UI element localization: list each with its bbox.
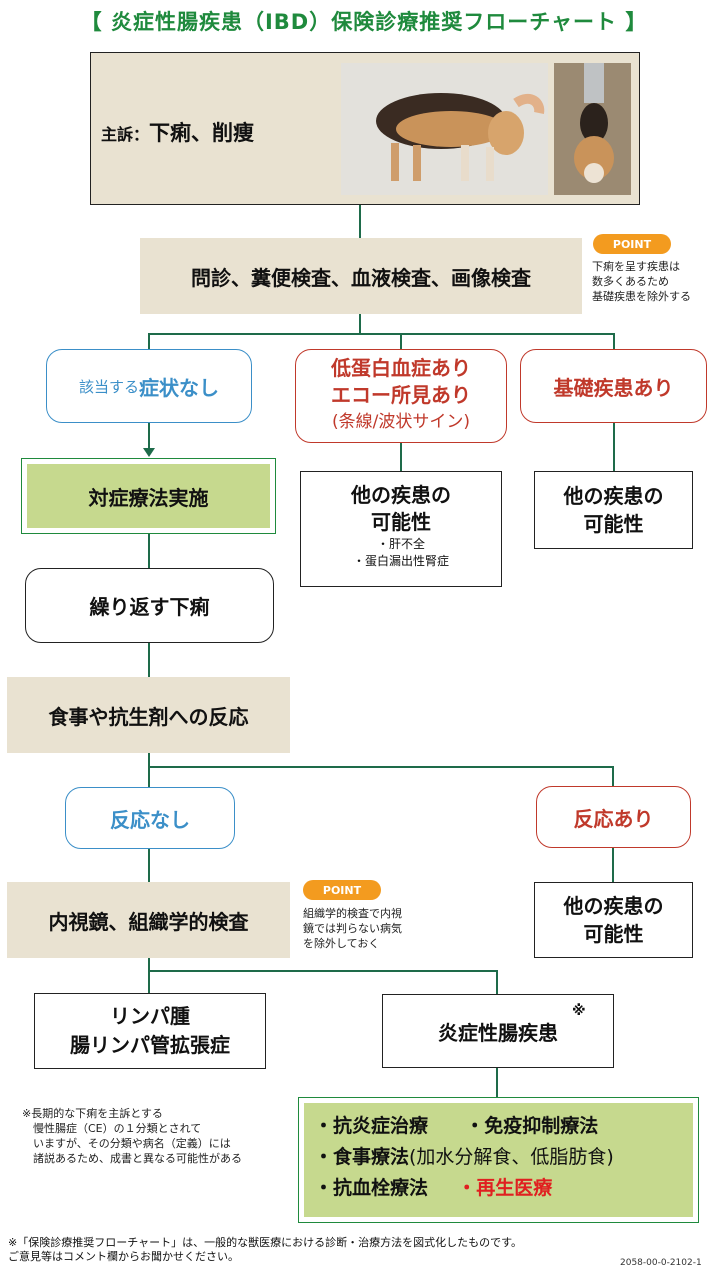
exam-step-label: 問診、糞便検査、血液検査、画像検査 — [191, 265, 531, 290]
ibd-footnote-line: 諸説あるため、成書と異なる可能性がある — [22, 1152, 242, 1165]
branch-hypoproteinemia: 低蛋白血症あり エコー所見あり (条線/波状サイン) — [295, 349, 507, 443]
other-disease-2-line2: 可能性 — [583, 512, 644, 536]
ibd-footnote-line: ※長期的な下痢を主訴とする — [22, 1107, 163, 1120]
branch-no-symptoms-main: 症状なし — [139, 375, 219, 400]
response-check-box: 食事や抗生剤への反応 — [7, 677, 290, 753]
other-disease-box-3: 他の疾患の 可能性 — [534, 882, 693, 958]
other-disease-box-1: 他の疾患の 可能性 ・肝不全 ・蛋白漏出性腎症 — [300, 471, 502, 587]
dog-photo-side — [341, 63, 548, 195]
repeat-diarrhea-box: 繰り返す下痢 — [25, 568, 274, 643]
endoscopy-label: 内視鏡、組織学的検査 — [48, 909, 249, 934]
branch-underlying-disease: 基礎疾患あり — [520, 349, 707, 423]
response-label: 反応あり — [573, 806, 654, 831]
complaint-label: 主訴： — [101, 125, 150, 144]
chief-complaint-box: 主訴： 下痢、削痩 — [90, 52, 640, 205]
other-disease-3-line1: 他の疾患の — [563, 894, 664, 918]
point-note-1-line: 数多くあるため — [592, 275, 669, 288]
branch-hypo-line3: (条線/波状サイン) — [332, 412, 470, 432]
other-disease-2-line1: 他の疾患の — [563, 484, 664, 508]
lymphoma-line1: リンパ腫 — [110, 1004, 190, 1028]
branch-underlying-label: 基礎疾患あり — [553, 375, 674, 400]
ibd-footnote-line: いますが、その分類や病名（定義）には — [22, 1137, 231, 1150]
symptomatic-label: 対症療法実施 — [88, 485, 209, 510]
point-note-1-line: 基礎疾患を除外する — [592, 290, 691, 303]
point-note-2-line: 鏡では判らない病気 — [303, 922, 402, 935]
lymphoma-box: リンパ腫 腸リンパ管拡張症 — [34, 993, 266, 1069]
branch-hypo-line2: エコー所見あり — [331, 383, 471, 407]
footer-line: ご意見等はコメント欄からお聞かせください。 — [8, 1250, 239, 1263]
response-check-label: 食事や抗生剤への反応 — [48, 704, 249, 729]
ibd-footnote: ※長期的な下痢を主訴とする 慢性腸症（CE）の１分類とされて いますが、その分類… — [22, 1106, 292, 1166]
branch-no-symptoms: 該当する 症状なし — [46, 349, 252, 423]
ibd-label: 炎症性腸疾患 — [438, 1020, 558, 1045]
endoscopy-box: 内視鏡、組織学的検査 — [7, 882, 290, 958]
treatment-diet: ・食事療法 — [314, 1146, 410, 1168]
point-note-1: 下痢を呈す疾患は 数多くあるため 基礎疾患を除外する — [592, 259, 722, 304]
dog-photo-front — [554, 63, 631, 195]
treatment-box: ・抗炎症治療 ・免疫抑制療法 ・食事療法(加水分解食、低脂肪食) ・抗血栓療法 … — [298, 1097, 699, 1223]
treatment-diet-detail: (加水分解食、低脂肪食) — [409, 1146, 614, 1168]
treatment-antithrombotic: ・抗血栓療法 — [314, 1177, 429, 1199]
complaint-value: 下痢、削痩 — [149, 121, 255, 145]
lymphoma-line2: 腸リンパ管拡張症 — [70, 1033, 230, 1057]
ibd-footnote-mark: ※ — [572, 1003, 586, 1019]
point-note-1-line: 下痢を呈す疾患は — [592, 260, 680, 273]
other-disease-1-item: ・蛋白漏出性腎症 — [352, 554, 449, 568]
no-response-label: 反応なし — [110, 807, 190, 832]
document-code: 2058-00-0-2102-1 — [620, 1258, 702, 1268]
ibd-footnote-line: 慢性腸症（CE）の１分類とされて — [22, 1122, 202, 1135]
page-title: 【 炎症性腸疾患（IBD）保険診療推奨フローチャート 】 — [80, 10, 648, 34]
point-note-2-line: を除外しておく — [303, 937, 380, 950]
point-note-2: 組織学的検査で内視 鏡では判らない病気 を除外しておく — [303, 906, 443, 951]
symptomatic-treatment-box: 対症療法実施 — [21, 458, 276, 534]
arrow-down-icon — [143, 448, 155, 457]
point-badge-1: POINT — [593, 234, 671, 254]
no-response-box: 反応なし — [65, 787, 235, 849]
treatment-immunosuppression: ・免疫抑制療法 — [465, 1115, 599, 1137]
repeat-diarrhea-label: 繰り返す下痢 — [89, 595, 210, 619]
ibd-box: 炎症性腸疾患 — [382, 994, 614, 1068]
other-disease-1-line1: 他の疾患の — [351, 483, 451, 507]
footer-line: ※「保険診療推奨フローチャート」は、一般的な獣医療における診断・治療方法を図式化… — [8, 1236, 523, 1249]
other-disease-1-line2: 可能性 — [371, 510, 431, 534]
exam-step-box: 問診、糞便検査、血液検査、画像検査 — [140, 238, 582, 314]
treatment-regenerative: ・再生医療 — [457, 1177, 553, 1199]
point-badge-2: POINT — [303, 880, 381, 900]
other-disease-1-item: ・肝不全 — [376, 537, 425, 551]
other-disease-box-2: 他の疾患の 可能性 — [534, 471, 693, 549]
treatment-anti-inflammatory: ・抗炎症治療 — [314, 1115, 429, 1137]
branch-no-symptoms-prefix: 該当する — [78, 377, 139, 396]
response-box: 反応あり — [536, 786, 691, 848]
point-note-2-line: 組織学的検査で内視 — [303, 907, 402, 920]
footer-note: ※「保険診療推奨フローチャート」は、一般的な獣医療における診断・治療方法を図式化… — [8, 1236, 723, 1264]
other-disease-3-line2: 可能性 — [583, 922, 644, 946]
branch-hypo-line1: 低蛋白血症あり — [331, 356, 471, 380]
